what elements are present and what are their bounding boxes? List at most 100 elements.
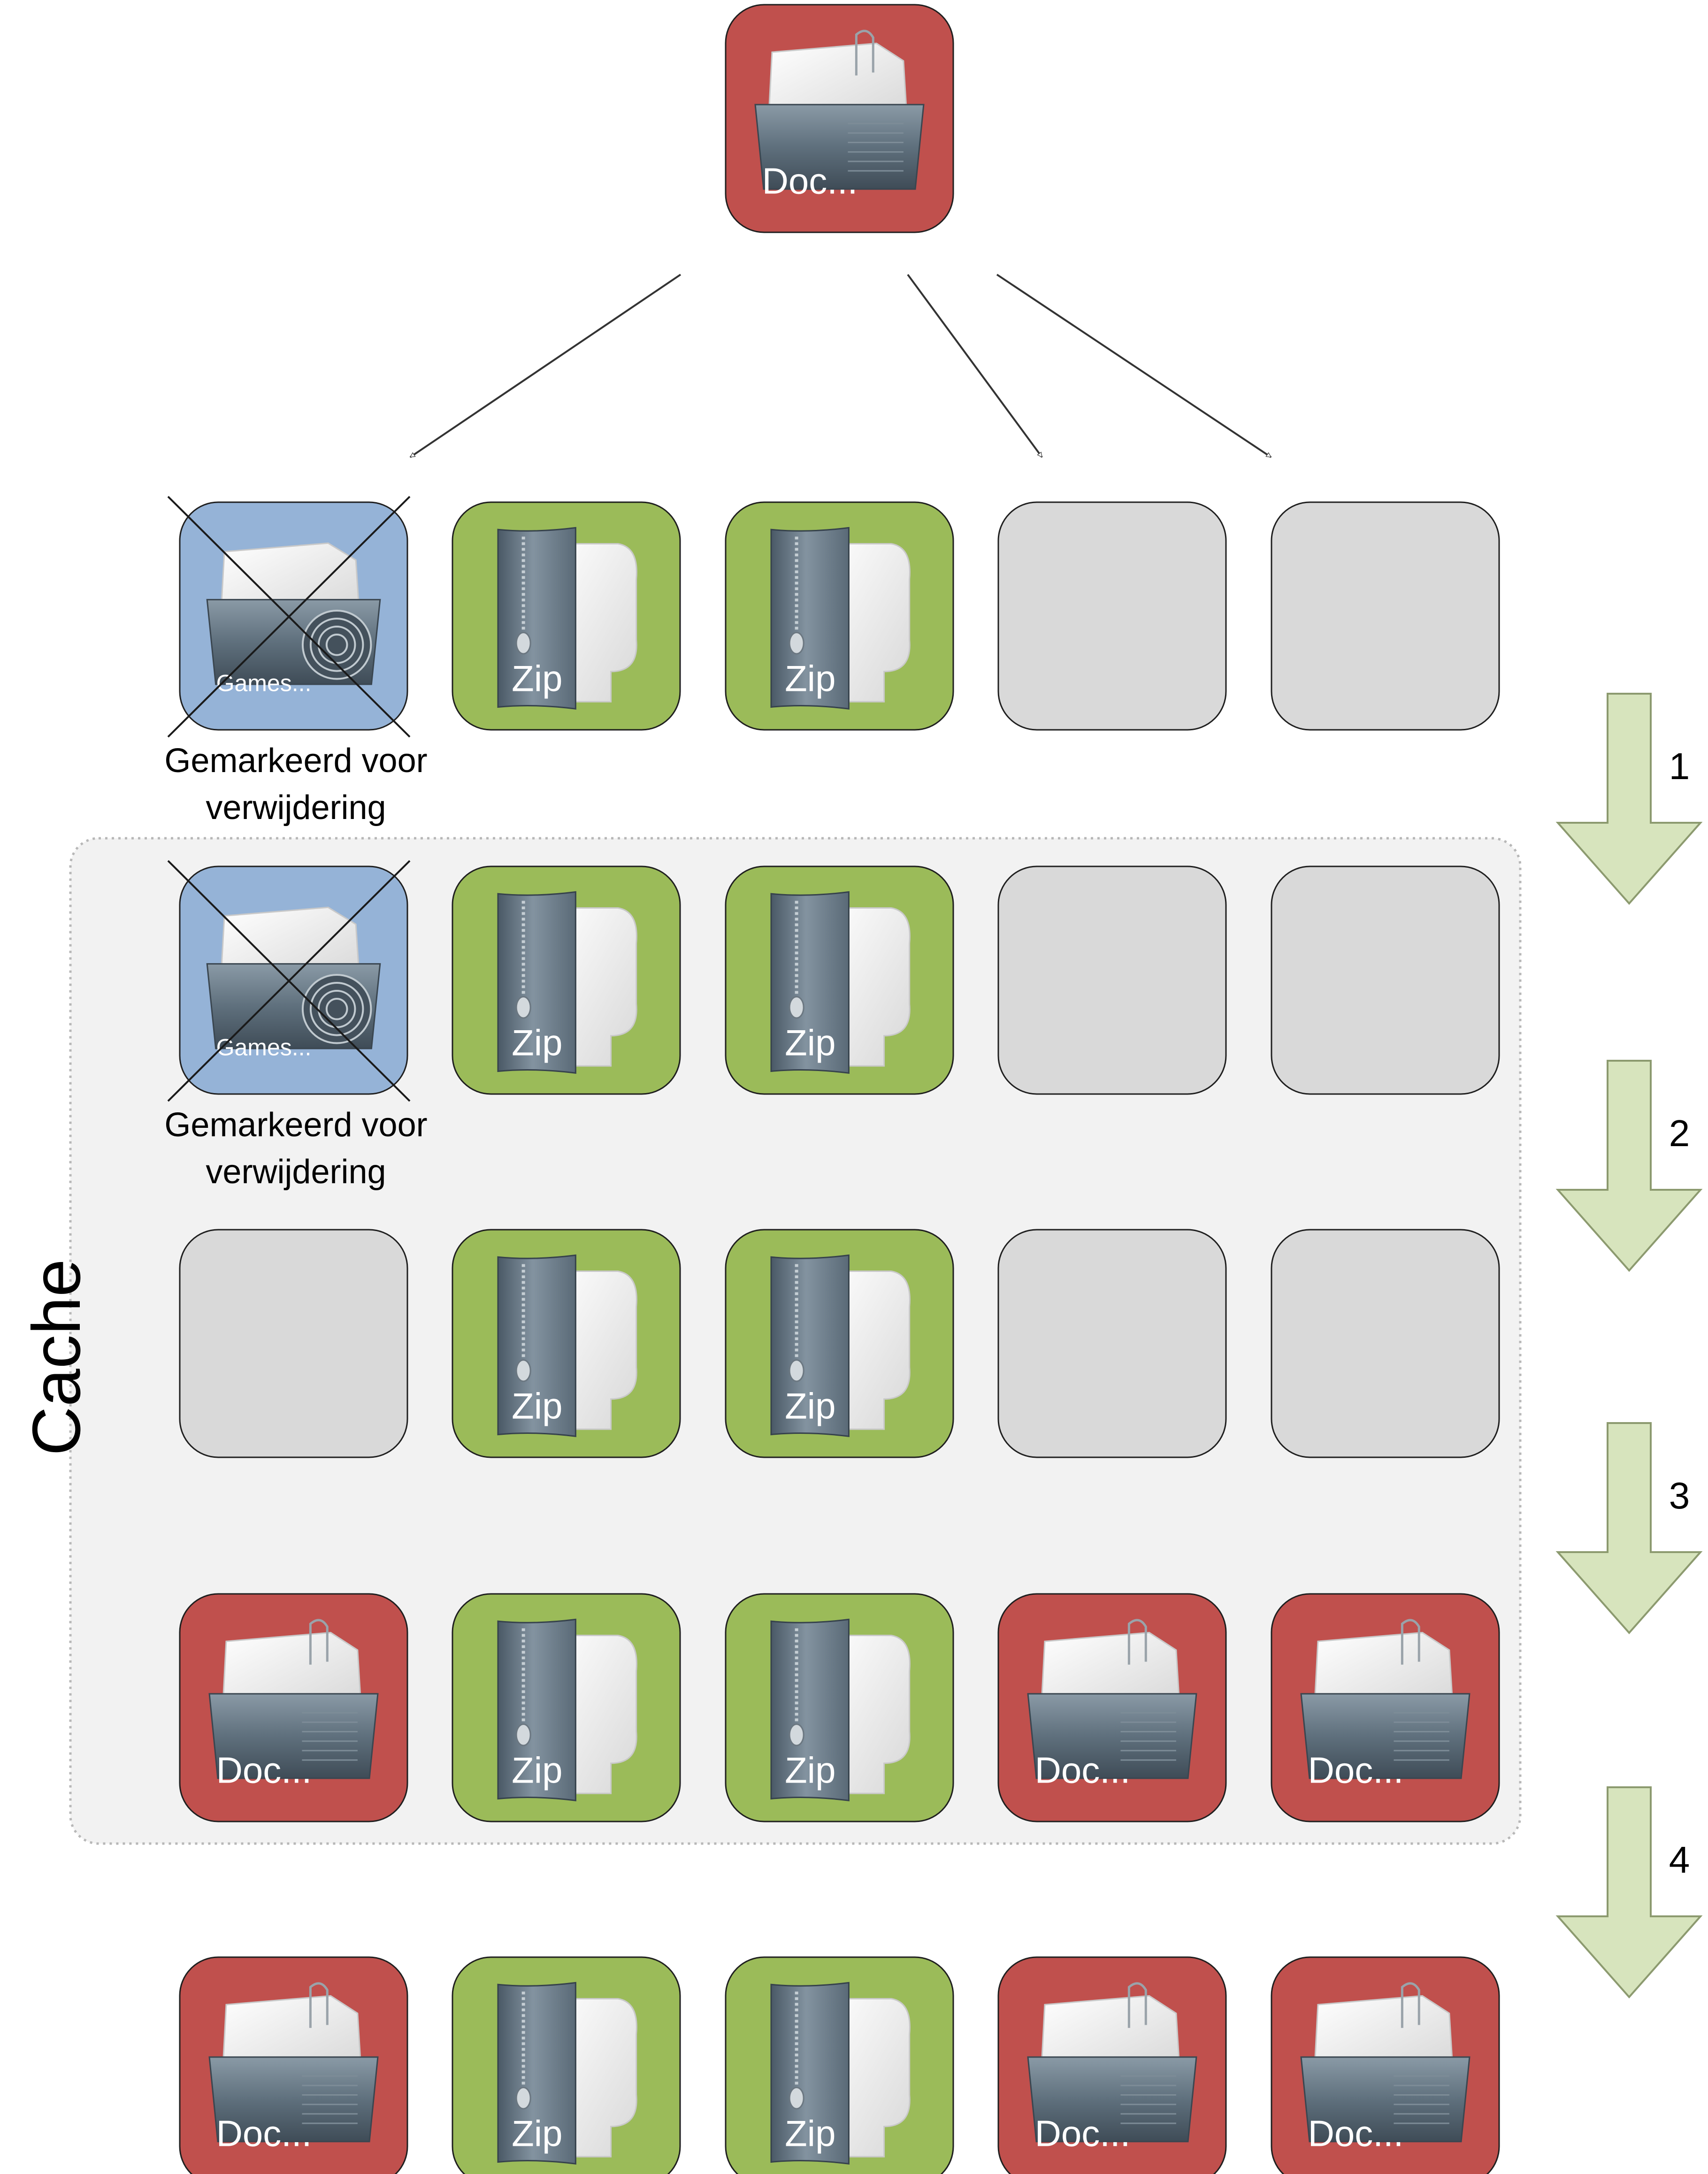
empty-tile-bg	[1271, 865, 1500, 1095]
tile-row-5: Doc... Zip Zip Doc... Doc...	[179, 1956, 1500, 2174]
speaker-ring	[309, 982, 364, 1036]
tile-zip: Zip	[725, 865, 954, 1095]
tile-doc: Doc...	[997, 1956, 1227, 2174]
tile-doc: Doc...	[179, 1593, 408, 1822]
zipper-pull-icon	[515, 1359, 531, 1382]
empty-tile-bg	[1271, 1229, 1500, 1458]
step-4: 4	[1555, 1786, 1703, 1999]
zip-cover	[770, 1618, 850, 1801]
doc-label: Doc...	[1035, 2113, 1131, 2154]
zip-label: Zip	[785, 1750, 835, 1791]
tile-empty	[997, 1229, 1227, 1458]
zip-label: Zip	[512, 658, 562, 699]
zipper-pull-icon	[789, 632, 804, 655]
step-number: 4	[1669, 1839, 1690, 1881]
step-number: 1	[1669, 745, 1690, 787]
zip-cover	[497, 1982, 576, 2165]
down-arrow-icon	[1555, 1060, 1703, 1272]
doc-label: Doc...	[216, 1750, 312, 1791]
speaker-ring	[325, 997, 348, 1020]
source-doc-tile: Doc...	[725, 4, 954, 233]
empty-tile-bg	[179, 1229, 408, 1458]
tile-doc: Doc...	[997, 1593, 1227, 1822]
zip-label: Zip	[512, 1386, 562, 1427]
zipper-pull-icon	[789, 1723, 804, 1746]
step-2: 2	[1555, 1060, 1703, 1272]
tile-empty	[1271, 865, 1500, 1095]
tile-zip: Zip	[725, 1229, 954, 1458]
zip-cover	[770, 1254, 850, 1437]
zipper-pull-icon	[789, 2087, 804, 2110]
step-number: 2	[1669, 1112, 1690, 1154]
zip-cover	[770, 891, 850, 1074]
marked-for-deletion-label: verwijdering	[206, 1153, 386, 1191]
tile-empty	[997, 501, 1227, 731]
tile-empty	[1271, 1229, 1500, 1458]
tile-zip: Zip	[452, 501, 681, 731]
paperclip-icon	[1401, 1982, 1420, 2028]
doc-label: Doc...	[762, 161, 858, 202]
zip-label: Zip	[512, 2113, 562, 2154]
folder-body	[208, 2056, 379, 2143]
source-tile: Doc...	[725, 4, 954, 233]
tile-empty	[179, 1229, 408, 1458]
doc-label: Doc...	[216, 2113, 312, 2154]
speaker-ring	[301, 610, 372, 680]
speaker-ring	[301, 974, 372, 1044]
zip-label: Zip	[785, 2113, 835, 2154]
tile-zip: Zip	[725, 1956, 954, 2174]
paperclip-icon	[1127, 1619, 1147, 1665]
tile-doc: Doc...	[1271, 1956, 1500, 2174]
speaker-ring	[317, 990, 356, 1028]
zipper-pull-icon	[789, 996, 804, 1019]
zipper-pull-icon	[789, 1359, 804, 1382]
tile-zip: Zip	[725, 501, 954, 731]
arrow-to-slot-5	[996, 274, 1271, 458]
tile-doc: Doc...	[179, 1956, 408, 2174]
paperclip-icon	[1127, 1982, 1147, 2028]
step-1: 1	[1555, 693, 1703, 905]
zip-cover	[770, 1982, 850, 2165]
zip-cover	[497, 891, 576, 1074]
zip-label: Zip	[785, 658, 835, 699]
zip-cover	[497, 1618, 576, 1801]
cache-label: Cache	[18, 1259, 94, 1455]
zipper-pull-icon	[515, 996, 531, 1019]
zip-cover	[497, 527, 576, 710]
empty-tile-bg	[997, 1229, 1227, 1458]
marked-for-deletion-label: Gemarkeerd voor	[164, 1106, 427, 1144]
folder-body	[208, 1693, 379, 1779]
zip-label: Zip	[785, 1386, 835, 1427]
tile-row-4: Doc... Zip Zip Doc... Doc...	[179, 1593, 1500, 1822]
marked-for-deletion-label: verwijdering	[206, 789, 386, 827]
step-3: 3	[1555, 1422, 1703, 1635]
down-arrow-icon	[1555, 1422, 1703, 1635]
zipper-pull-icon	[515, 1723, 531, 1746]
marked-for-deletion-label: Gemarkeerd voor	[164, 742, 427, 780]
doc-label: Doc...	[1308, 1750, 1404, 1791]
cross-mark-icon	[167, 496, 411, 738]
doc-label: Doc...	[1308, 2113, 1404, 2154]
tile-zip: Zip	[725, 1593, 954, 1822]
folder-body	[754, 104, 925, 190]
tile-row-3: Zip Zip	[179, 1229, 1500, 1458]
zipper-pull-icon	[515, 632, 531, 655]
paperclip-icon	[855, 30, 874, 76]
zip-label: Zip	[512, 1022, 562, 1064]
tile-zip: Zip	[452, 1956, 681, 2174]
paperclip-icon	[309, 1982, 329, 2028]
zip-label: Zip	[512, 1750, 562, 1791]
tile-empty	[997, 865, 1227, 1095]
tile-empty	[1271, 501, 1500, 731]
tile-zip: Zip	[452, 865, 681, 1095]
zip-cover	[497, 1254, 576, 1437]
tile-doc: Doc...	[1271, 1593, 1500, 1822]
paperclip-icon	[309, 1619, 329, 1665]
fan-out-arrows	[409, 274, 1271, 458]
speaker-ring	[317, 626, 356, 664]
speaker-ring	[325, 633, 348, 656]
empty-tile-bg	[1271, 501, 1500, 731]
